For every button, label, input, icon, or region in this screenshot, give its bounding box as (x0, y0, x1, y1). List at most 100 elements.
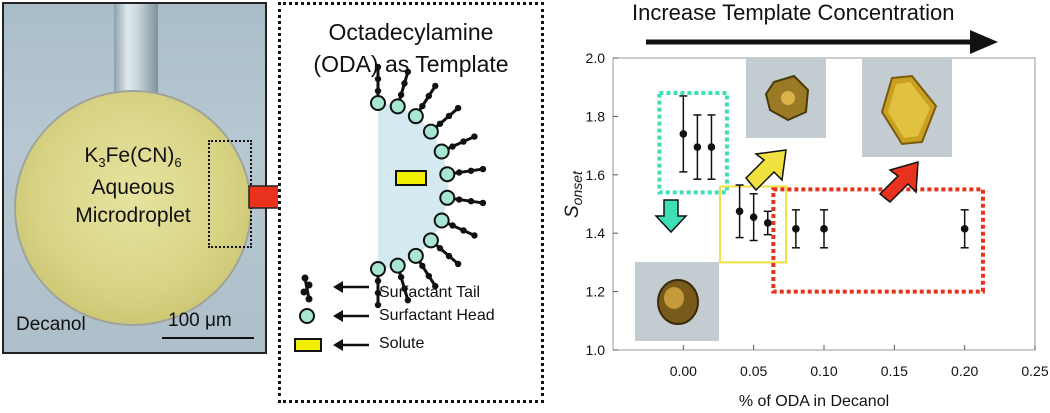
y-tick-label: 2.0 (586, 50, 606, 66)
x-tick-label: 0.10 (810, 363, 837, 379)
x-tick-label: 0.15 (881, 363, 908, 379)
zoom-region-box (208, 140, 252, 248)
tail-segment (449, 222, 456, 229)
micelle-diagram (370, 63, 487, 309)
tail-segment (460, 138, 467, 145)
tail-segment (397, 273, 405, 281)
tail-segment (455, 169, 463, 176)
data-point (792, 225, 800, 233)
y-axis-label: Sonset (562, 170, 585, 218)
data-point (820, 225, 828, 233)
tail-segment (374, 289, 382, 297)
tail-segment (419, 262, 426, 270)
high-concentration-box (771, 187, 985, 294)
tail-segment (425, 272, 433, 280)
tail-segment (467, 198, 475, 205)
surfactant-head (370, 95, 386, 111)
tail-segment (454, 104, 462, 112)
surfactant-head (439, 166, 456, 183)
y-tick-label: 1.6 (586, 167, 606, 183)
red-up-arrow-icon (878, 160, 919, 204)
surfactant-head (422, 123, 439, 140)
crystal-image-2 (746, 58, 826, 138)
data-point (763, 219, 772, 227)
surfactant-head (407, 108, 424, 125)
tail-segment (479, 199, 487, 207)
legend-solute: Solute (379, 335, 425, 352)
scale-bar (162, 337, 254, 339)
tail-segment (454, 260, 462, 268)
legend-surfactant-tail: Surfactant Tail (379, 284, 481, 301)
legend (294, 274, 369, 352)
data-point (679, 130, 688, 138)
surfactant-head (370, 261, 386, 277)
tail-segment (404, 68, 412, 76)
droplet-label-microdroplet: Microdroplet (75, 204, 191, 227)
crystal-image-1 (635, 262, 719, 341)
banner-text: Increase Template Concentration (632, 0, 955, 25)
surfactant-head (439, 189, 456, 206)
y-tick-label: 1.4 (586, 225, 606, 241)
solute-icon (395, 170, 427, 186)
tail-segment (419, 102, 426, 110)
capillary-tube (114, 4, 158, 102)
data-point (735, 207, 744, 216)
tail-segment (449, 143, 456, 150)
template-title-line1: Octadecylamine (328, 19, 494, 45)
tail-segment (455, 196, 463, 203)
droplet-label-formula: K3Fe(CN)6 (84, 144, 182, 171)
tail-segment (397, 91, 405, 99)
y-tick-label: 1.8 (586, 108, 606, 124)
surfactant-head (422, 232, 439, 249)
tail-segment (374, 75, 382, 83)
droplet-image-panel: K3Fe(CN)6 Aqueous Microdroplet Decanol 1… (2, 2, 267, 354)
tail-segment (471, 232, 478, 239)
tail-segment (460, 227, 467, 234)
x-tick-label: 0.05 (740, 363, 767, 379)
template-title-line2: (ODA) as Template (313, 51, 509, 77)
y-tick-label: 1.0 (586, 342, 606, 358)
scale-bar-label: 100 μm (168, 310, 232, 331)
data-point (693, 143, 702, 151)
tail-segment (374, 87, 382, 95)
tail-segment (471, 133, 478, 140)
low-concentration-box (657, 91, 729, 195)
tail-segment (404, 296, 412, 304)
y-tick-label: 1.2 (586, 284, 606, 300)
tail-segment (436, 245, 444, 252)
surfactant-tail-icon (300, 274, 313, 303)
x-tick-label: 0.20 (951, 363, 978, 379)
crystal-image-3 (862, 58, 952, 157)
tail-segment (479, 165, 487, 173)
teal-down-arrow-icon (654, 199, 688, 234)
surfactant-head (389, 257, 406, 274)
yellow-up-arrow-icon (744, 149, 787, 192)
x-axis-label: % of ODA in Decanol (739, 393, 889, 410)
data-point (749, 213, 758, 221)
aqueous-droplet (14, 90, 252, 326)
data-point (707, 143, 716, 151)
x-tick-label: 0.00 (670, 363, 697, 379)
medium-label: Decanol (16, 314, 86, 335)
surfactant-head (433, 212, 450, 229)
tail-segment (467, 167, 475, 174)
tail-segment (445, 252, 453, 260)
tail-segment (374, 63, 382, 71)
increase-arrow-icon (646, 30, 998, 54)
tail-segment (374, 277, 382, 285)
tail-segment (445, 112, 453, 120)
legend-surfactant-head: Surfactant Head (379, 307, 495, 324)
tail-segment (401, 80, 408, 87)
tail-segment (432, 82, 439, 90)
solute-legend-icon (294, 338, 322, 352)
surfactant-head-icon (299, 308, 315, 324)
tail-segment (425, 92, 433, 100)
data-point (960, 225, 969, 233)
tail-segment (401, 285, 408, 292)
surfactant-head (433, 143, 450, 160)
surfactant-head (389, 98, 406, 115)
legend-arrows (333, 281, 369, 351)
tail-segment (374, 301, 382, 309)
tail-segment (432, 282, 439, 290)
